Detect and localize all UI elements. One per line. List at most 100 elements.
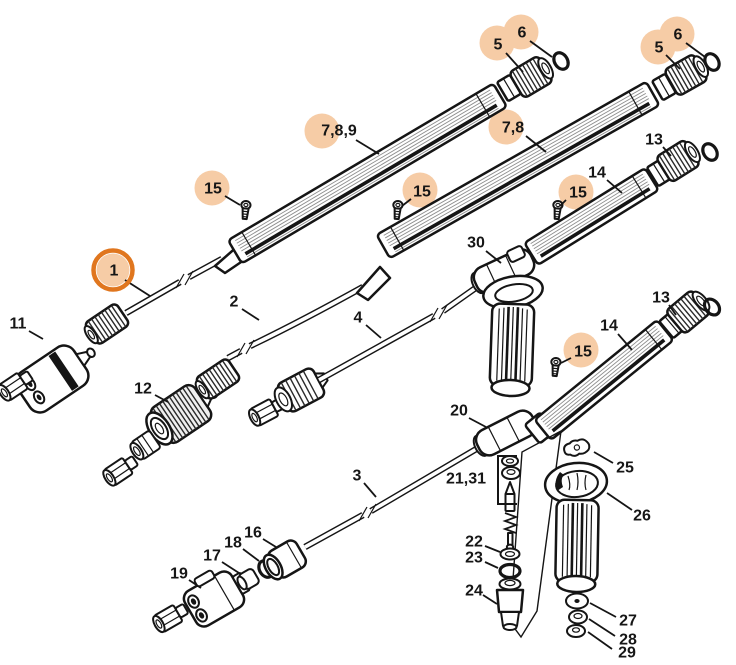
leader-line-4	[365, 324, 382, 339]
part-number-11: 11	[10, 316, 27, 333]
leader-line-5b	[665, 54, 681, 70]
callout-4[interactable]: 4	[354, 310, 382, 339]
part-4-spray-tube	[317, 284, 479, 383]
part-number-14b: 14	[600, 318, 618, 335]
callout-highlight-6a	[503, 14, 539, 50]
callout-15a[interactable]: 15	[204, 181, 241, 206]
leader-line-3	[363, 482, 377, 498]
callout-6a[interactable]: 6	[518, 25, 553, 58]
callout-16[interactable]: 16	[244, 525, 277, 548]
callout-highlight-78	[488, 109, 524, 145]
leader-line-6a	[529, 40, 553, 58]
leader-line-15d	[560, 357, 572, 364]
callout-24[interactable]: 24	[465, 583, 498, 605]
callout-20[interactable]: 20	[450, 403, 487, 428]
callout-6b[interactable]: 6	[674, 27, 706, 58]
part-23-oring	[498, 562, 522, 580]
part-number-16: 16	[244, 525, 262, 542]
part-number-5a: 5	[494, 37, 503, 54]
part-number-15a: 15	[204, 181, 222, 198]
callout-26[interactable]: 26	[606, 492, 651, 525]
part-number-12: 12	[134, 381, 152, 398]
callout-22[interactable]: 22	[465, 534, 501, 553]
callout-789[interactable]: 7,8,9	[321, 123, 380, 155]
barrel-a	[228, 83, 507, 264]
leader-line-24	[482, 594, 498, 605]
part-21-31-valve-set	[501, 455, 521, 551]
callout-30[interactable]: 30	[467, 235, 502, 264]
lance-assembly-d	[149, 284, 725, 639]
callout-11[interactable]: 11	[10, 316, 44, 340]
part-number-28: 28	[619, 632, 637, 649]
barrel-d	[534, 320, 674, 440]
leader-line-27	[589, 602, 617, 618]
part-12-quick-coupler	[145, 383, 219, 446]
leader-line-29	[587, 631, 613, 650]
part-6-oring-c	[698, 139, 722, 165]
callout-23[interactable]: 23	[465, 550, 499, 569]
leader-line-5a	[505, 52, 524, 73]
leader-line-26	[606, 492, 633, 511]
callout-25[interactable]: 25	[593, 451, 634, 477]
callout-12[interactable]: 12	[134, 381, 169, 403]
part-1-coupling-nut	[79, 301, 132, 350]
callout-1[interactable]: 1	[91, 248, 151, 297]
leader-line-2	[241, 308, 260, 321]
part-number-2131: 21,31	[446, 471, 486, 488]
part-number-14a: 14	[588, 165, 606, 182]
selected-ring-1	[91, 248, 135, 292]
leader-line-25	[593, 451, 614, 464]
callout-27[interactable]: 27	[589, 602, 637, 630]
part-number-6a: 6	[518, 25, 527, 42]
part-16-cap-nut	[262, 539, 308, 581]
callout-19[interactable]: 19	[170, 566, 202, 589]
callout-13b[interactable]: 13	[652, 290, 677, 316]
callout-28[interactable]: 28	[588, 618, 637, 649]
leader-line-18	[242, 548, 260, 562]
part-number-22: 22	[465, 534, 483, 551]
callout-29[interactable]: 29	[587, 631, 636, 662]
part-15-screw-b	[391, 199, 404, 221]
part-30-junction	[466, 244, 540, 299]
callout-78[interactable]: 7,8	[502, 120, 547, 153]
part-15-screw-a	[239, 199, 252, 221]
part-number-25: 25	[616, 460, 634, 477]
part-number-18: 18	[224, 535, 242, 552]
callout-18[interactable]: 18	[224, 535, 260, 562]
part-number-13a: 13	[645, 132, 663, 149]
callout-13a[interactable]: 13	[645, 132, 672, 157]
callout-2[interactable]: 2	[230, 294, 260, 321]
drawing-layer	[0, 48, 725, 639]
callout-15d[interactable]: 15	[560, 344, 592, 364]
callout-3[interactable]: 3	[353, 468, 377, 498]
part-24-nozzle	[495, 577, 525, 631]
part-27-washer	[565, 592, 589, 610]
leader-line-15c	[559, 199, 567, 207]
part-1-spray-tube	[124, 256, 224, 316]
callout-5b[interactable]: 5	[655, 40, 681, 70]
callout-15b[interactable]: 15	[401, 184, 431, 207]
part-number-15d: 15	[574, 344, 592, 361]
callout-15c[interactable]: 15	[559, 185, 587, 207]
part-number-4: 4	[354, 310, 363, 327]
lance-assembly-b	[99, 49, 724, 490]
part-number-15b: 15	[413, 184, 431, 201]
part-number-6b: 6	[674, 27, 683, 44]
leader-line-11	[28, 330, 44, 340]
callout-17[interactable]: 17	[203, 548, 240, 574]
leader-line-16	[262, 538, 277, 548]
part-15-screw-d	[549, 356, 562, 378]
part-19-nozzle-body	[182, 569, 251, 628]
part-29-nut	[566, 624, 586, 638]
callout-highlight-15b	[402, 172, 438, 208]
callout-2131[interactable]: 21,31	[446, 471, 486, 488]
part-number-20: 20	[450, 403, 468, 420]
part-number-30: 30	[467, 235, 485, 252]
callout-14a[interactable]: 14	[588, 165, 623, 194]
callout-14b[interactable]: 14	[600, 318, 633, 351]
leader-line-6b	[685, 42, 706, 58]
callout-5a[interactable]: 5	[494, 37, 524, 73]
part-number-2: 2	[230, 294, 239, 311]
callout-highlight-15a	[194, 170, 230, 206]
